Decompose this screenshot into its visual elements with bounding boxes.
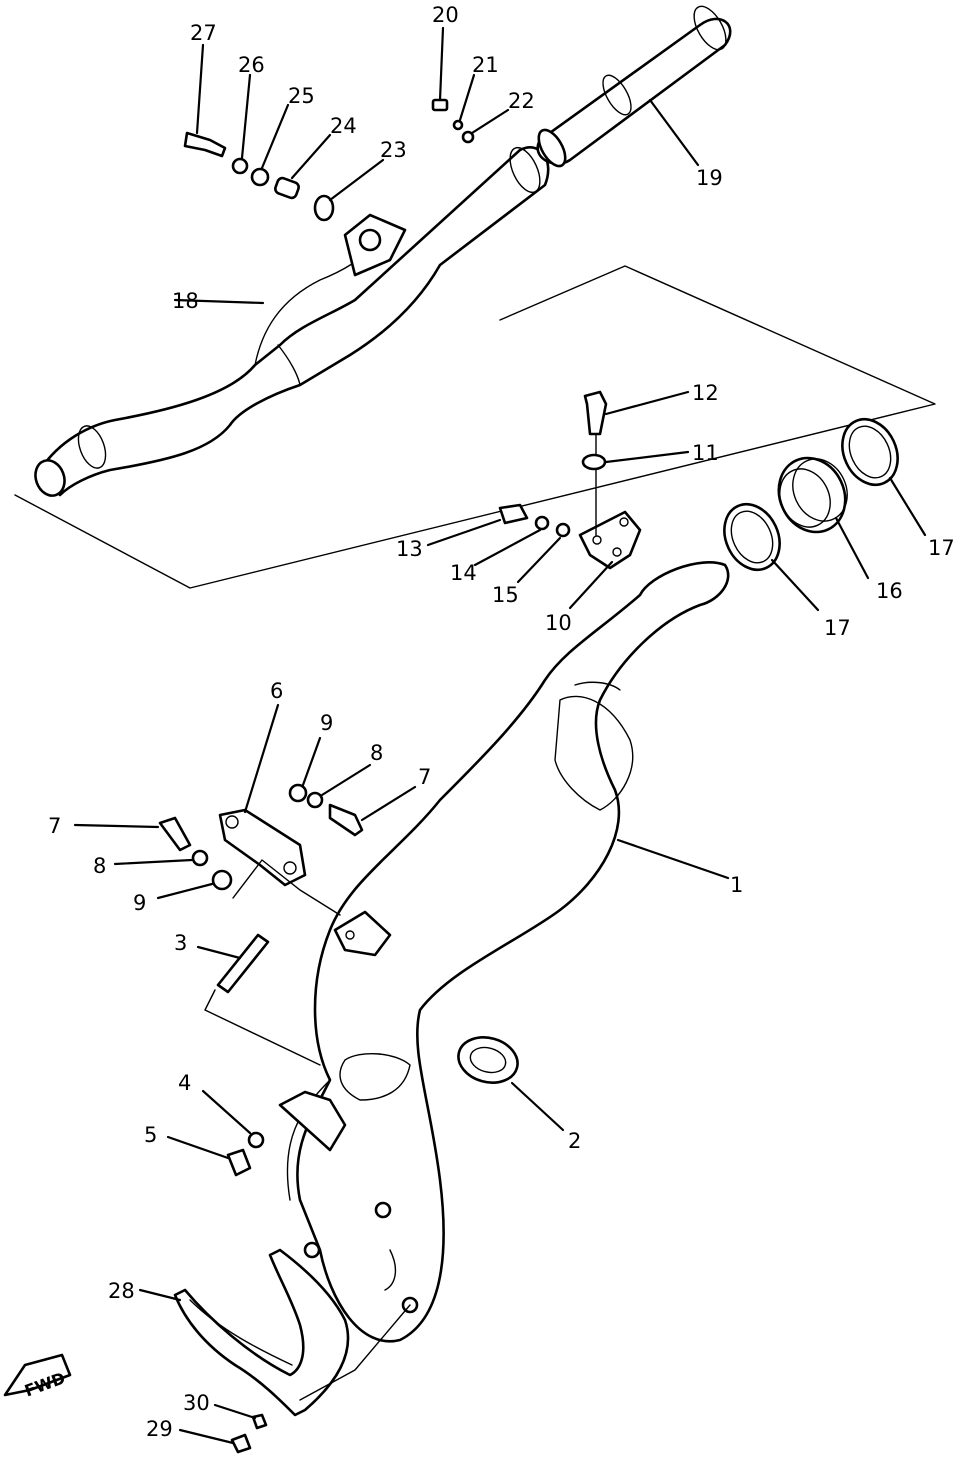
callout-8-right: 8	[370, 741, 383, 765]
bracket-6-guide	[232, 859, 341, 916]
callout-10: 10	[545, 611, 572, 635]
protector-28	[173, 1248, 350, 1417]
forward-arrow: FWD	[3, 1353, 72, 1401]
callout-17-left: 17	[824, 616, 851, 640]
callout-29: 29	[146, 1417, 173, 1441]
clamp-17-left	[723, 502, 781, 572]
callout-24: 24	[330, 114, 357, 138]
callout-20: 20	[432, 3, 459, 27]
callout-11: 11	[692, 441, 719, 465]
leader-lines	[73, 26, 927, 1445]
callout-22: 22	[508, 89, 535, 113]
protector-guide	[299, 1304, 411, 1401]
callout-2: 2	[568, 1129, 581, 1153]
callout-1: 1	[730, 873, 743, 897]
callout-15: 15	[492, 583, 519, 607]
callout-labels: 1 2 3 4 5 6 7 7 8 8 9 9 10 11 12 13 14 1…	[48, 3, 955, 1441]
callout-4: 4	[178, 1071, 191, 1095]
callout-27: 27	[190, 21, 217, 45]
bracket-10	[578, 510, 642, 570]
callout-21: 21	[472, 53, 499, 77]
callout-16: 16	[876, 579, 903, 603]
callout-8-left: 8	[93, 854, 106, 878]
silencer-group-outline	[14, 265, 936, 589]
clamp-17-right	[841, 417, 899, 487]
callout-7-right: 7	[418, 765, 431, 789]
callout-25: 25	[288, 84, 315, 108]
callout-12: 12	[692, 381, 719, 405]
callout-26: 26	[238, 53, 265, 77]
joint-16	[777, 456, 848, 534]
washer-15	[555, 522, 571, 538]
bolt-29	[230, 1433, 252, 1454]
bolt-12	[583, 390, 608, 436]
washer-30	[251, 1413, 268, 1430]
washer-9-left	[211, 869, 233, 891]
bolt-7-left	[158, 816, 192, 852]
bolt-7-right	[328, 803, 364, 837]
callout-17-right: 17	[928, 536, 955, 560]
tail-pipe-19	[536, 5, 732, 168]
washer-4	[247, 1131, 265, 1149]
callout-28: 28	[108, 1279, 135, 1303]
stud-guide-line	[204, 989, 321, 1066]
callout-19: 19	[696, 166, 723, 190]
callout-23: 23	[380, 138, 407, 162]
callout-30: 30	[183, 1391, 210, 1415]
washer-8-left	[191, 849, 209, 867]
washer-11	[581, 453, 607, 471]
stud-3	[216, 933, 270, 994]
bracket-6	[218, 808, 307, 887]
callout-6: 6	[270, 679, 283, 703]
callout-9-left: 9	[133, 891, 146, 915]
callout-14: 14	[450, 561, 477, 585]
washer-8-right	[306, 791, 324, 809]
gasket-2	[457, 1036, 519, 1084]
callout-9-right: 9	[320, 711, 333, 735]
callout-5: 5	[144, 1123, 157, 1147]
washer-14	[534, 515, 550, 531]
nut-5	[226, 1148, 252, 1177]
callout-13: 13	[396, 537, 423, 561]
bolt-13	[498, 503, 529, 525]
exhaust-pipe-1	[278, 561, 730, 1343]
silencer-hardware	[183, 98, 475, 222]
callout-18: 18	[172, 289, 199, 313]
washer-9-right	[288, 783, 308, 803]
silencer-18	[34, 146, 550, 497]
callout-7-left: 7	[48, 814, 61, 838]
callout-3: 3	[174, 931, 187, 955]
